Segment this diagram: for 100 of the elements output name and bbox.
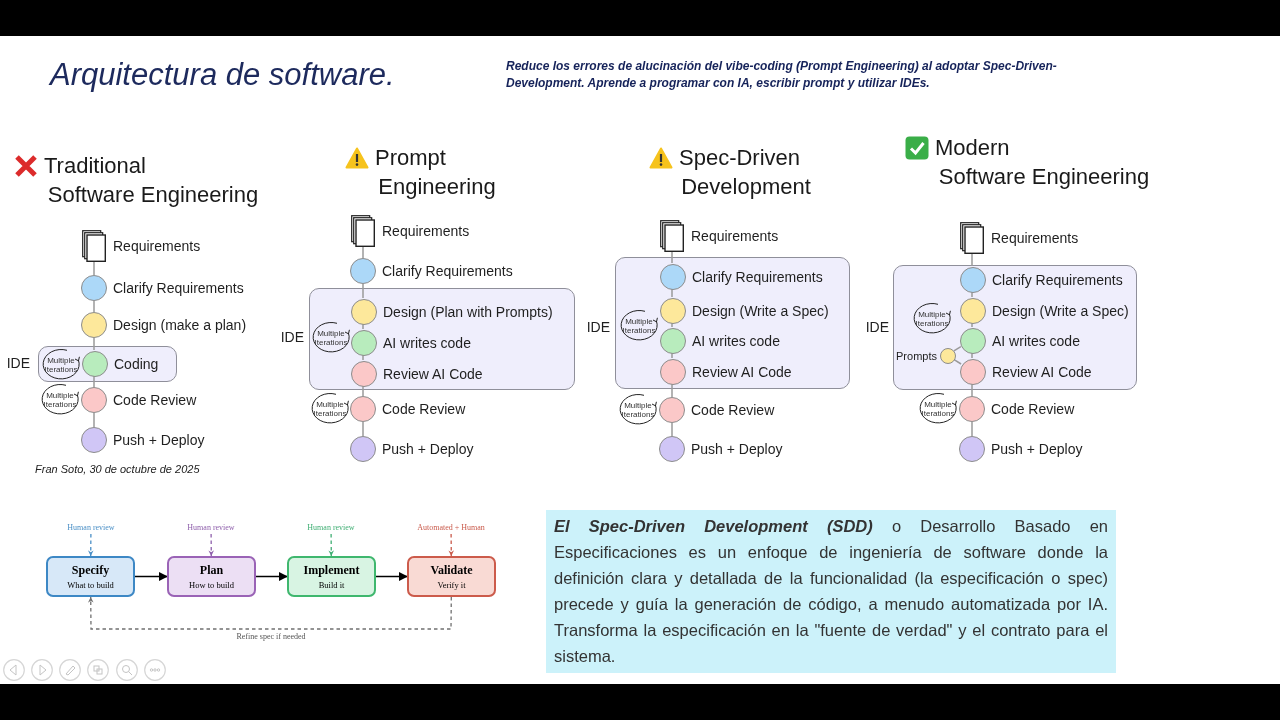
iteration-loop — [311, 393, 349, 425]
iteration-label: Multiple Iterations — [621, 401, 655, 419]
step-label: Push + Deploy — [382, 442, 474, 456]
connector-line — [671, 383, 673, 398]
iteration-label: Multiple Iterations — [915, 310, 949, 328]
arrow — [328, 533, 335, 557]
step-label: AI writes code — [992, 334, 1080, 348]
iteration-label: Multiple Iterations — [622, 317, 656, 335]
stage-title: Validate — [430, 563, 473, 577]
step-label: AI writes code — [383, 336, 471, 350]
ide-label: IDE — [280, 330, 304, 344]
author-date-note: Fran Soto, 30 de octubre de 2025 — [35, 462, 200, 476]
connector-line — [671, 322, 673, 328]
stage-box — [167, 556, 256, 597]
slide-title: Arquitectura de software. — [50, 56, 395, 94]
iteration-loop — [620, 310, 658, 342]
ide-label: IDE — [586, 320, 610, 334]
column-heading: Modern Software Engineering — [935, 134, 1151, 191]
step-label: Review AI Code — [992, 365, 1092, 379]
iteration-label: Multiple Iterations — [314, 329, 348, 347]
iteration-label: Multiple Iterations — [44, 356, 78, 374]
arrow — [87, 596, 452, 630]
stage-box — [46, 556, 135, 597]
step-label: Push + Deploy — [991, 442, 1083, 456]
connector-line — [971, 421, 973, 437]
ide-label: IDE — [865, 320, 889, 334]
connector-line — [362, 323, 364, 330]
edge-label: Refine spec if needed — [234, 632, 308, 642]
stage-box — [287, 556, 376, 597]
document-label: Requirements — [991, 231, 1079, 245]
stage-description: Verify it — [437, 579, 466, 590]
document-stack-icon — [960, 222, 984, 254]
arrow — [87, 533, 94, 557]
ide-container — [615, 257, 850, 389]
iteration-label: Multiple Iterations — [43, 391, 77, 409]
stage-description: How to build — [189, 579, 234, 590]
arrow — [208, 533, 215, 557]
review-note: Human review — [176, 522, 246, 534]
connector-line — [93, 261, 95, 276]
connector-line — [362, 283, 364, 299]
iteration-label: Multiple Iterations — [313, 400, 347, 418]
connector-line — [971, 352, 973, 359]
connector-line — [671, 288, 673, 298]
connector-line — [953, 345, 962, 352]
ide-container — [893, 265, 1137, 390]
connector-line — [362, 421, 364, 437]
connector-line — [971, 253, 973, 267]
review-note: Automated + Human — [408, 522, 494, 534]
step-label: Code Review — [991, 402, 1075, 416]
iteration-loop — [41, 384, 79, 416]
connector-line — [671, 352, 673, 359]
connector-line — [971, 322, 973, 328]
stage-box — [407, 556, 496, 597]
connector-line — [362, 246, 364, 259]
ide-container — [309, 288, 575, 390]
step-label: Design (Write a Spec) — [692, 304, 829, 318]
review-note: Human review — [296, 522, 366, 534]
iteration-label: Multiple Iterations — [921, 400, 955, 418]
arrow — [448, 533, 455, 557]
arrow — [134, 572, 168, 581]
column-heading: Traditional Software Engineering — [44, 152, 260, 209]
step-label: Code Review — [113, 393, 197, 407]
document-label: Requirements — [113, 239, 201, 253]
step-label: Coding — [114, 357, 159, 371]
ide-label: IDE — [6, 356, 30, 370]
iteration-loop — [913, 303, 951, 335]
step-label: Design (make a plan) — [113, 318, 247, 332]
step-label: Clarify Requirements — [382, 264, 513, 278]
review-note: Human review — [56, 522, 126, 534]
connector-line — [671, 251, 673, 264]
step-label: AI writes code — [692, 334, 780, 348]
step-label: Push + Deploy — [691, 442, 783, 456]
document-label: Requirements — [691, 229, 779, 243]
connector-line — [971, 291, 973, 298]
step-label: Push + Deploy — [113, 433, 205, 447]
step-label: Design (Plan with Prompts) — [383, 305, 553, 319]
step-label: Clarify Requirements — [113, 281, 244, 295]
arrow — [375, 572, 408, 581]
connector-line — [971, 383, 973, 397]
iteration-loop — [919, 393, 957, 425]
iteration-loop — [42, 349, 80, 381]
step-label: Code Review — [691, 403, 775, 417]
step-label: Review AI Code — [383, 367, 483, 381]
stage-title: Implement — [303, 563, 360, 577]
connector-line — [93, 337, 95, 351]
ide-container — [38, 346, 177, 382]
iteration-loop — [312, 322, 350, 354]
document-stack-icon — [660, 220, 684, 252]
column-heading: Prompt Engineering — [375, 144, 497, 201]
connector-line — [362, 354, 364, 361]
definition-text: El Spec-Driven Development (SDD) o Desarrollo Basado en Especificaciones es un enfoque de ingeniería de software donde la definición clara y detallada de la funcionalidad (la especificación o spec) precede y guía la generación de código, a menudo automatizada por IA. Transforma la especificación en la "fuente de verdad" y el contrato para el sistema. — [554, 516, 1108, 667]
stage-title: Specify — [71, 563, 110, 577]
step-label: Code Review — [382, 402, 466, 416]
connector-line — [93, 412, 95, 428]
subtitle-text: Reduce los errores de alucinación del vibe-coding (Prompt Engineering) al adoptar Spec-Driven-Development. Aprende a programar con IA, escribir prompt y utilizar IDEs. — [506, 58, 1058, 92]
stage-description: What to build — [67, 579, 114, 590]
step-label: Review AI Code — [692, 365, 792, 379]
step-label: Prompts — [896, 350, 937, 362]
step-label: Clarify Requirements — [992, 273, 1123, 287]
step-label: Design (Write a Spec) — [992, 304, 1129, 318]
